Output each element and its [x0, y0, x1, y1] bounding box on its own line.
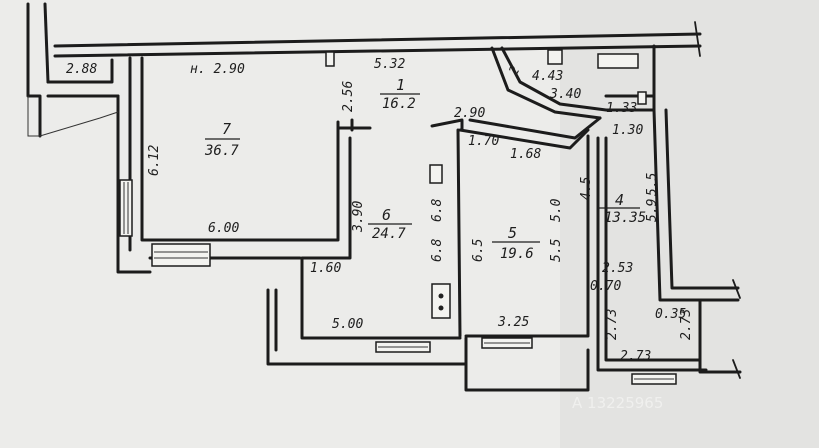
- room-number-7: 7: [222, 120, 231, 138]
- dimension-label: н. 2.90: [190, 62, 245, 77]
- dimension-label: 1.70: [468, 134, 499, 149]
- room-area-1: 16.2: [382, 96, 416, 112]
- dimension-label: 2.56: [341, 81, 356, 112]
- room-area-4: 13.35: [604, 210, 646, 226]
- dimension-label: 0.35: [655, 307, 686, 322]
- dimension-label: 1.60: [310, 261, 341, 276]
- dimension-label: 6.5: [471, 238, 486, 262]
- dimension-label: 2.73: [620, 349, 651, 364]
- dimension-label: 5.00: [332, 317, 363, 332]
- dimension-label: 5.9: [645, 199, 660, 222]
- room-label-1: 1 16.2: [380, 76, 420, 112]
- dimension-label: 1.33: [606, 101, 637, 116]
- dimension-label: 2.90: [454, 106, 485, 121]
- room-label-6: 6 24.7: [368, 206, 412, 242]
- dimension-label: 2.73: [679, 309, 694, 340]
- dimension-label: 5.5: [549, 238, 564, 262]
- room-label-7: 7 36.7: [204, 120, 240, 159]
- dimension-label: 3.40: [549, 87, 581, 102]
- dimension-label: 0.70: [590, 279, 621, 294]
- dimension-label: 3.90: [351, 201, 366, 233]
- dimension-label: 1.68: [510, 147, 541, 162]
- room-label-4: 4 13.35: [598, 191, 646, 226]
- room-number-1: 1: [396, 76, 405, 94]
- dimension-label: 6.12: [147, 145, 162, 176]
- dimension-label: 2.53: [602, 261, 633, 276]
- dimension-label: 3.25: [497, 315, 529, 330]
- dimension-label: 2.88: [66, 62, 97, 77]
- dimension-label: 5.0: [549, 198, 564, 222]
- room-number-4: 4: [615, 191, 624, 209]
- dimension-label: 1.30: [612, 123, 643, 138]
- dimension-label: 2.73: [605, 309, 620, 340]
- room-area-5: 19.6: [500, 246, 534, 262]
- dimension-label: 4.43: [532, 69, 563, 84]
- watermark: A 13225965: [572, 394, 663, 412]
- room-number-6: 6: [382, 206, 391, 224]
- dimension-label: 4.5: [579, 176, 594, 200]
- room-label-5: 5 19.6: [492, 224, 540, 262]
- room-number-5: 5: [508, 224, 517, 242]
- dimension-label: 6.8: [430, 198, 445, 222]
- room-area-6: 24.7: [372, 226, 406, 242]
- dimension-labels: н. 2.90 5.32 2.56 2.88 6.12 6.00 3.90 1.…: [66, 57, 694, 364]
- dimension-label: 6.8: [430, 238, 445, 262]
- dimension-label: 5.5: [645, 172, 660, 196]
- dimension-label: 6.00: [208, 221, 239, 236]
- dimension-label: 5.32: [374, 57, 405, 72]
- room-area-7: 36.7: [204, 143, 239, 159]
- windows: [119, 49, 677, 385]
